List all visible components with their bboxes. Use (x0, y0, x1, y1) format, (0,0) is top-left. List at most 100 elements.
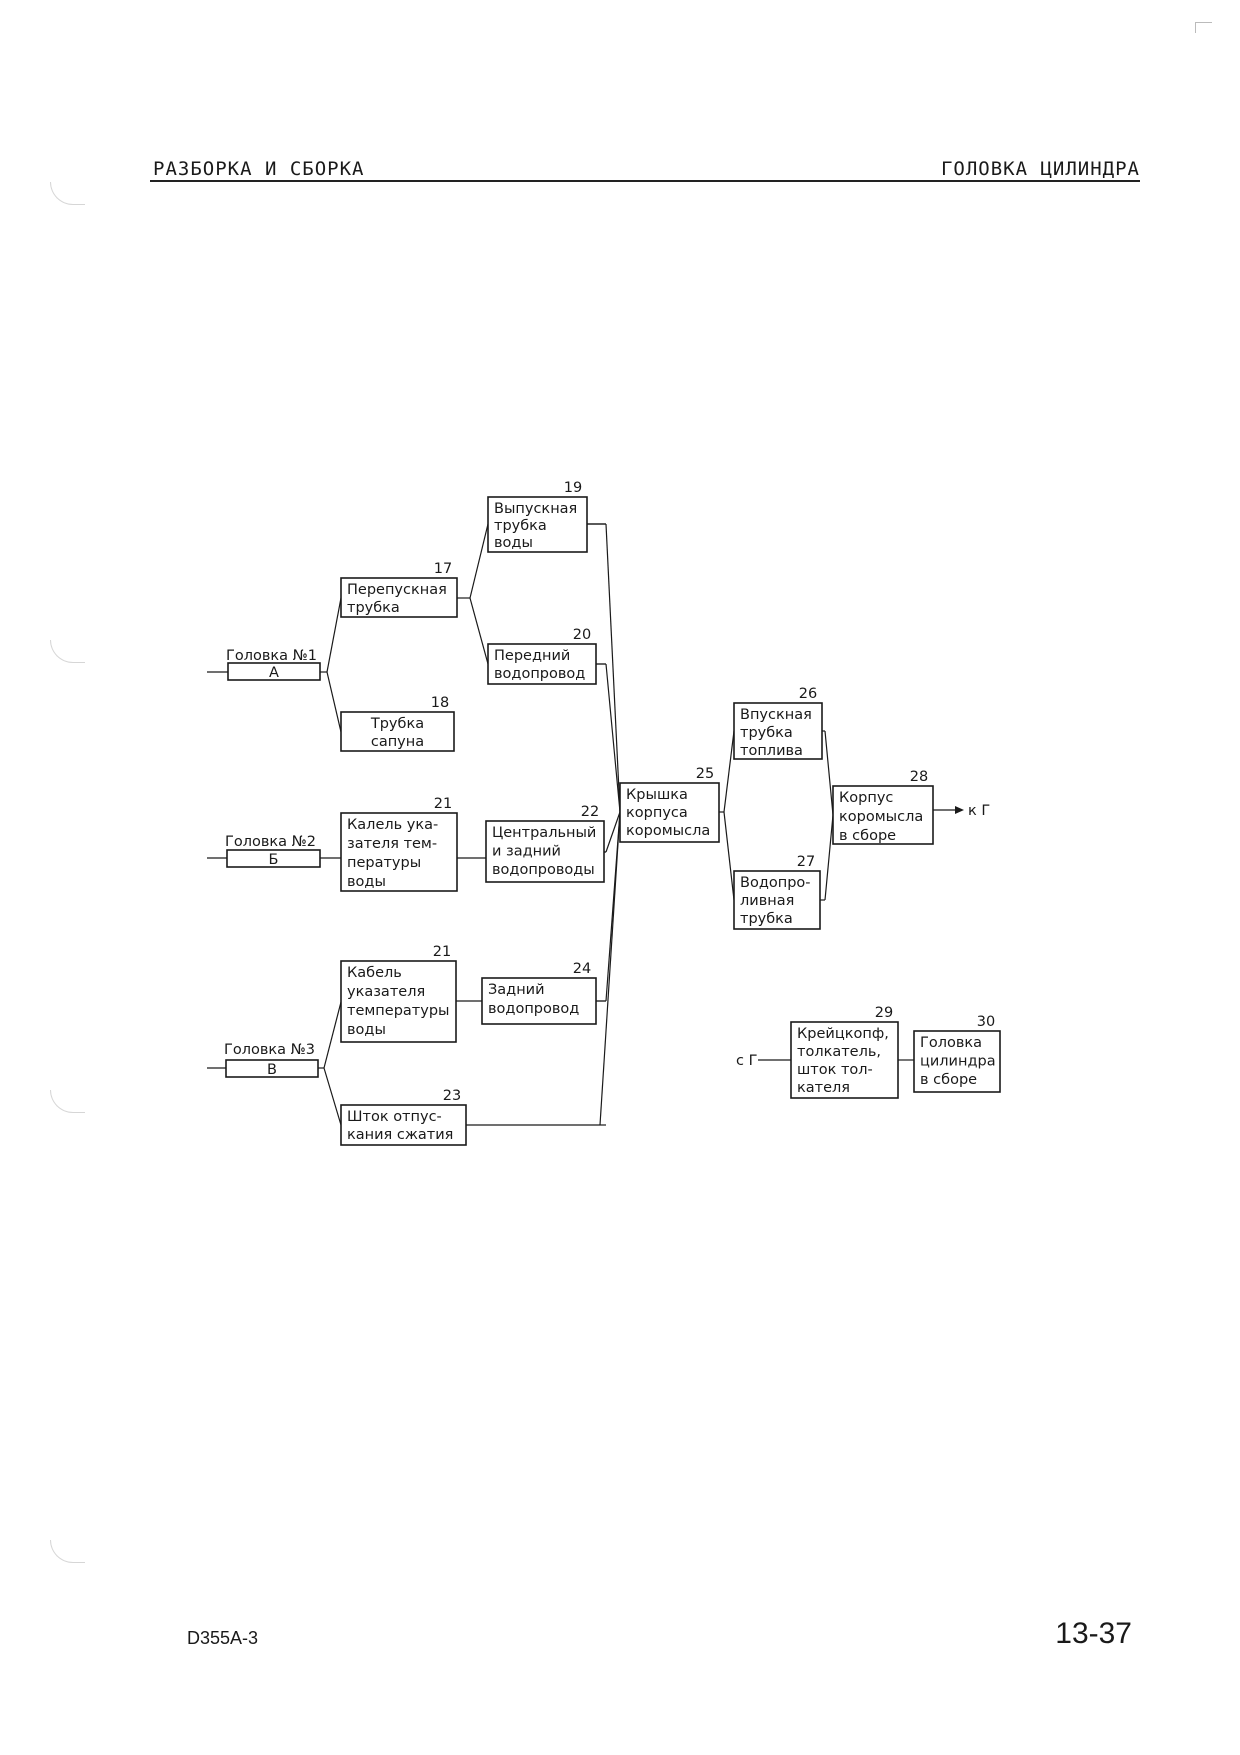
process-boxes: 19Выпускнаятрубкаводы17Перепускнаятрубка… (340, 480, 1001, 1146)
node-n30-label-line: в сборе (920, 1072, 977, 1088)
connector-line (824, 730, 834, 816)
connector-line (605, 811, 621, 853)
node-n23-label-line: Шток отпус- (347, 1109, 442, 1125)
page-corner-mark (1195, 22, 1212, 33)
connector-line (469, 523, 489, 599)
connector-line (326, 671, 342, 733)
node-n23-box (340, 1104, 467, 1146)
node-n21b-label-line: температуры (347, 1003, 449, 1019)
connector-line (469, 597, 489, 665)
header-rule (150, 180, 1140, 182)
node-n18-number: 18 (431, 695, 449, 711)
node-n30-box (913, 1030, 1001, 1093)
node-n30-label-line: Головка (920, 1035, 982, 1051)
node-n26-number: 26 (799, 686, 817, 702)
node-n30-label-line: цилиндра (920, 1054, 996, 1070)
node-n22-number: 22 (581, 804, 599, 820)
to-g-label: к Г (968, 803, 990, 819)
node-n17-number: 17 (434, 561, 452, 577)
head-2-letter: Б (269, 852, 279, 868)
node-n19-box (487, 496, 588, 553)
node-n21b-label-line: воды (347, 1022, 386, 1038)
node-n18-box (340, 711, 455, 752)
node-n19-number: 19 (564, 480, 582, 496)
node-n27-box (733, 870, 821, 930)
node-n28-label-line: в сборе (839, 828, 896, 844)
footer-model: D355A-3 (187, 1628, 259, 1648)
node-n21b-label-line: указателя (347, 984, 425, 1000)
node-n18-label-line: Трубка (370, 716, 424, 732)
diagram-extras: к Г с Г (736, 803, 990, 1069)
node-n21b-number: 21 (433, 944, 451, 960)
footer-page-number: 13-37 (1055, 1617, 1132, 1650)
node-n21a-label-line: пературы (347, 855, 421, 871)
node-n29-label-line: Крейцкопф, (797, 1026, 889, 1042)
head-2-box (226, 849, 321, 868)
node-n21a-label-line: воды (347, 874, 386, 890)
node-n29-number: 29 (875, 1005, 893, 1021)
head-1-box (227, 662, 321, 681)
node-n20-number: 20 (573, 627, 591, 643)
node-n25-label-line: корпуса (626, 805, 688, 821)
connector-line (824, 814, 834, 901)
node-n27-label-line: ливная (740, 893, 794, 909)
node-n21b-box (340, 960, 457, 1043)
node-n24-label-line: Задний (488, 982, 545, 998)
node-n23-number: 23 (443, 1088, 461, 1104)
node-n21a-label-line: зателя тем- (347, 836, 437, 852)
node-n21a-box (340, 812, 458, 892)
node-n29-label-line: толкатель, (797, 1044, 881, 1060)
node-n28-box (832, 785, 934, 845)
node-n28-label-line: коромысла (839, 809, 923, 825)
node-n22-label-line: Центральный (492, 825, 596, 841)
header-page-title: ГОЛОВКА ЦИЛИНДРА (940, 158, 1140, 180)
node-n20-box (487, 643, 597, 685)
node-n17-label-line: Перепускная (347, 582, 447, 598)
node-n29-label-line: кателя (797, 1080, 850, 1096)
node-n29-label-line: шток тол- (797, 1062, 873, 1078)
from-g-label: с Г (736, 1053, 757, 1069)
connector-line (605, 523, 621, 813)
node-n26-label-line: топлива (740, 743, 803, 759)
node-n25-box (619, 782, 720, 843)
node-n24-label-line: водопровод (488, 1001, 579, 1017)
connector-line (599, 811, 621, 1126)
node-n27-label-line: Водопро- (740, 875, 811, 891)
connector-line (323, 1001, 342, 1069)
node-n22-label-line: водопроводы (492, 862, 595, 878)
node-n29-box (790, 1021, 899, 1099)
node-n19-label-line: Выпускная (494, 501, 577, 517)
node-n17-box (340, 577, 458, 618)
head-3-box (225, 1059, 319, 1078)
node-n27-label-line: трубка (740, 911, 793, 927)
node-n22-label-line: и задний (492, 844, 561, 860)
node-n26-label-line: трубка (740, 725, 793, 741)
node-n24-box (481, 977, 597, 1025)
node-n17-label-line: трубка (347, 600, 400, 616)
node-n26-box (733, 702, 823, 760)
connector-line (723, 811, 735, 901)
connector-line (605, 663, 621, 813)
head-3-label: Головка №3 (224, 1042, 315, 1058)
head-3-letter: В (267, 1062, 277, 1078)
node-n19-label-line: трубка (494, 518, 547, 534)
node-n23-label-line: кания сжатия (347, 1127, 453, 1143)
node-n20-label-line: водопровод (494, 666, 585, 682)
node-n26-label-line: Впускная (740, 707, 812, 723)
node-n25-label-line: Крышка (626, 787, 688, 803)
node-n28-number: 28 (910, 769, 928, 785)
node-n27-number: 27 (797, 854, 815, 870)
node-n30-number: 30 (977, 1014, 995, 1030)
node-n19-label-line: воды (494, 535, 533, 551)
head-1-letter: А (269, 665, 279, 681)
head-1-label: Головка №1 (226, 648, 317, 664)
connector-line (326, 597, 342, 673)
node-n20-label-line: Передний (494, 648, 570, 664)
node-n21a-label-line: Калель ука- (347, 817, 438, 833)
head-2-label: Головка №2 (225, 834, 316, 850)
node-n21b-label-line: Кабель (347, 965, 402, 981)
node-n25-number: 25 (696, 766, 714, 782)
node-n24-number: 24 (573, 961, 591, 977)
